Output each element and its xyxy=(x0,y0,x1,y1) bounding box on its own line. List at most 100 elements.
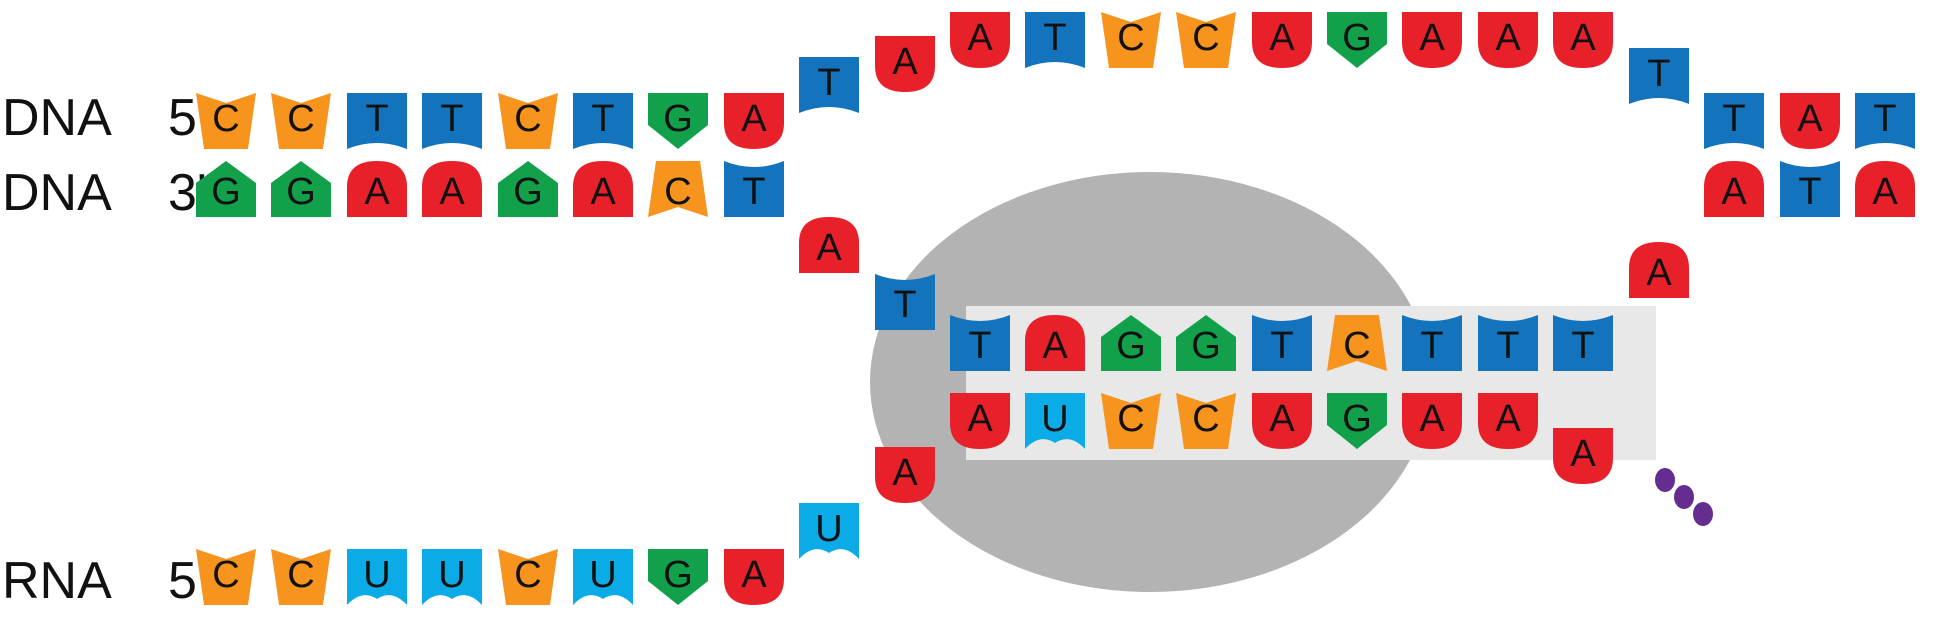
nucleotide-letter: A xyxy=(967,398,993,440)
nucleotide-letter: A xyxy=(1042,325,1068,367)
dna-top-base-14: C xyxy=(1176,12,1236,68)
nucleotide-letter: C xyxy=(287,98,314,140)
dna-bottom-base-19: T xyxy=(1553,315,1613,371)
rna-base-8: A xyxy=(724,549,784,605)
rna-label: RNA xyxy=(2,552,112,610)
phosphate-2 xyxy=(1674,485,1694,509)
dna-top-base-12: T xyxy=(1025,12,1085,68)
nucleotide-letter: T xyxy=(1647,53,1670,95)
nucleotide-letter: A xyxy=(967,17,993,59)
nucleotide-letter: A xyxy=(1570,433,1596,475)
dna-top-base-1: C xyxy=(196,93,256,149)
phosphate-3 xyxy=(1693,502,1713,526)
nucleotide-letter: T xyxy=(1270,325,1293,367)
dna-bottom-base-8: T xyxy=(724,161,784,217)
nucleotide-letter: A xyxy=(1495,398,1521,440)
nucleotide-letter: C xyxy=(514,554,541,596)
nucleotide-letter: A xyxy=(1570,17,1596,59)
nucleotide-letter: G xyxy=(1342,398,1372,440)
nucleotide-letter: A xyxy=(892,452,918,494)
dna-top-base-21: T xyxy=(1704,93,1764,149)
rna-base-11: A xyxy=(950,393,1010,449)
nucleotide-letter: G xyxy=(211,171,241,213)
nucleotide-letter: U xyxy=(363,554,390,596)
nucleotide-letter: A xyxy=(741,554,767,596)
dna-bottom-base-16: C xyxy=(1327,315,1387,371)
rna-base-12: U xyxy=(1025,393,1085,449)
rna-base-7: G xyxy=(648,549,708,605)
dna-bottom-base-3: A xyxy=(347,161,407,217)
nucleotide-letter: A xyxy=(1419,17,1445,59)
dna-bottom-base-20: A xyxy=(1629,242,1689,298)
dna-top-base-15: A xyxy=(1252,12,1312,68)
nucleotide-letter: C xyxy=(287,554,314,596)
nucleotide-letter: T xyxy=(742,171,765,213)
dna-bottom-base-21: A xyxy=(1704,161,1764,217)
dna-top-base-8: A xyxy=(724,93,784,149)
nucleotide-letter: G xyxy=(1116,325,1146,367)
nucleotide-letter: A xyxy=(1872,171,1898,213)
nucleotide-letter: A xyxy=(364,171,390,213)
dna-top-base-9: T xyxy=(799,57,859,113)
rna-base-1: C xyxy=(196,549,256,605)
nucleotide-letter: G xyxy=(1342,17,1372,59)
rna-base-5: C xyxy=(498,549,558,605)
nucleotide-letter: G xyxy=(286,171,316,213)
nucleotide-letter: A xyxy=(741,98,767,140)
nucleotide-letter: T xyxy=(968,325,991,367)
dna-top-base-18: A xyxy=(1478,12,1538,68)
nucleotide-letter: A xyxy=(439,171,465,213)
dna-top-base-6: T xyxy=(573,93,633,149)
nucleotide-letter: A xyxy=(816,227,842,269)
dna-bottom-label: DNA xyxy=(2,164,112,222)
dna-top-base-5: C xyxy=(498,93,558,149)
nucleotide-letter: A xyxy=(1495,17,1521,59)
nucleotide-letter: T xyxy=(591,98,614,140)
dna-bottom-base-14: G xyxy=(1176,315,1236,371)
nucleotide-letter: U xyxy=(589,554,616,596)
dna-bottom-base-1: G xyxy=(196,161,256,217)
nucleotide-letter: G xyxy=(663,98,693,140)
dna-bottom-base-9: A xyxy=(799,217,859,273)
dna-bottom-base-17: T xyxy=(1402,315,1462,371)
dna-top-base-13: C xyxy=(1101,12,1161,68)
dna-bottom-base-22: T xyxy=(1780,161,1840,217)
nucleotide-letter: T xyxy=(1722,98,1745,140)
nucleotide-letter: A xyxy=(590,171,616,213)
dna-top-label: DNA xyxy=(2,89,112,147)
dna-top-base-3: T xyxy=(347,93,407,149)
nucleotide-letter: U xyxy=(815,508,842,550)
dna-top-base-22: A xyxy=(1780,93,1840,149)
dna-top-base-23: T xyxy=(1855,93,1915,149)
nucleotide-letter: A xyxy=(1646,252,1672,294)
rna-base-18: A xyxy=(1478,393,1538,449)
rna-base-19: A xyxy=(1553,428,1613,484)
dna-bottom-base-6: A xyxy=(573,161,633,217)
nucleotide-letter: C xyxy=(212,98,239,140)
rna-base-4: U xyxy=(422,549,482,605)
nucleotide-letter: T xyxy=(440,98,463,140)
dna-top-base-7: G xyxy=(648,93,708,149)
dna-top-base-19: A xyxy=(1553,12,1613,68)
dna-bottom-base-12: A xyxy=(1025,315,1085,371)
nucleotide-letter: C xyxy=(1117,398,1144,440)
rna-base-6: U xyxy=(573,549,633,605)
nucleotide-letter: U xyxy=(438,554,465,596)
nucleotide-letter: T xyxy=(817,62,840,104)
dna-top-base-11: A xyxy=(950,12,1010,68)
dna-bottom-base-11: T xyxy=(950,315,1010,371)
rna-base-9: U xyxy=(799,503,859,559)
dna-bottom-base-18: T xyxy=(1478,315,1538,371)
triphosphate-tail xyxy=(1655,468,1713,526)
rna-base-13: C xyxy=(1101,393,1161,449)
rna-base-14: C xyxy=(1176,393,1236,449)
dna-top-base-4: T xyxy=(422,93,482,149)
dna-bottom-base-10: T xyxy=(875,274,935,330)
rna-base-10: A xyxy=(875,447,935,503)
nucleotide-letter: C xyxy=(1192,398,1219,440)
dna-top-base-10: A xyxy=(875,36,935,92)
nucleotide-letter: C xyxy=(664,171,691,213)
nucleotide-letter: G xyxy=(513,171,543,213)
